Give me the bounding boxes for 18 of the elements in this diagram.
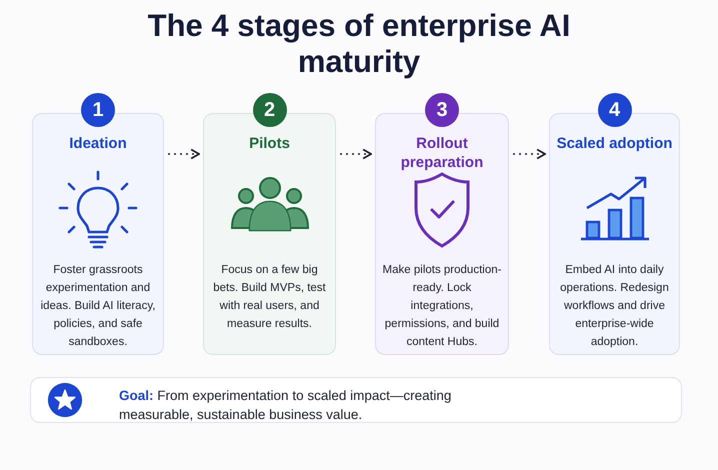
stage-description: Make pilots production-ready. Lock integrations, permissions, and build content Hubs. — [382, 263, 502, 350]
stage-title: Rollout preparation — [400, 134, 484, 172]
stage-title: Pilots — [248, 134, 291, 153]
stage-title: Scaled adoption — [556, 134, 674, 153]
stage-description: Embed AI into daily operations. Redesign workflows and drive enterprise-wide adoption. — [559, 263, 670, 350]
number-badge: 1 — [81, 93, 115, 127]
number-badge: 2 — [252, 93, 286, 127]
goal-banner — [30, 377, 682, 423]
stage-description: Foster grassroots experimentation and ideas. Build AI literacy, policies, and safe sandboxes. — [40, 263, 156, 350]
number-badge: 4 — [598, 93, 632, 127]
arrow — [168, 148, 200, 160]
number-badge: 3 — [425, 93, 459, 127]
goal-statement: Goal: From experimentation to scaled impact—creating measurable, sustainable business value. — [119, 387, 452, 424]
stage-description: Focus on a few big bets. Build MVPs, test with real users, and measure results. — [212, 263, 327, 332]
stage-title: Ideation — [68, 134, 128, 153]
diagram-title: The 4 stages of enterprise AI maturity — [146, 8, 572, 80]
arrow — [340, 148, 372, 160]
arrow — [513, 148, 546, 160]
